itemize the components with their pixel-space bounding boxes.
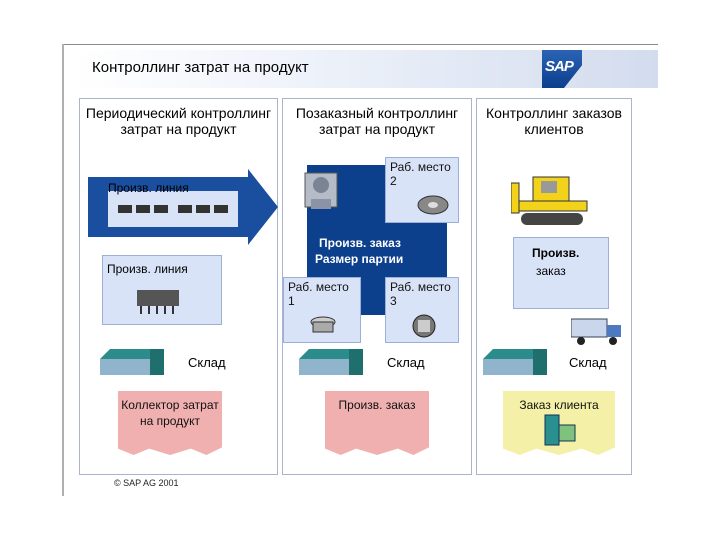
doc-label: Заказ клиента [519, 398, 599, 412]
workplace-1-label: Раб. место 1 [288, 280, 349, 308]
production-line-box: Произв. линия [102, 255, 222, 325]
slide: Контроллинг затрат на продукт SAP Период… [62, 44, 658, 496]
bulldozer-icon [511, 176, 588, 225]
header-bar: Контроллинг затрат на продукт SAP [74, 50, 658, 88]
3d-box-icon [544, 414, 576, 446]
truck-icon [571, 318, 621, 345]
box-label-2: заказ [536, 264, 566, 278]
workplace-3-label: Раб. место 3 [390, 280, 451, 308]
workplace-2-label: Раб. место 2 [390, 160, 451, 188]
top-rule [62, 44, 658, 45]
doc-label: Коллектор затрат на продукт [121, 398, 219, 428]
production-line-arrow [88, 169, 278, 245]
warehouse-icon [299, 349, 363, 375]
customer-order-doc: Заказ клиента [503, 391, 615, 455]
column-order: Позаказный контроллинг затрат на продукт… [282, 98, 472, 475]
production-order-doc: Произв. заказ [325, 391, 429, 455]
column-periodic: Периодический контроллинг затрат на прод… [79, 98, 278, 475]
workplace-3: Раб. место 3 [385, 277, 459, 343]
warehouse-label: Склад [387, 355, 425, 370]
production-order-box: Произв. заказ [513, 237, 609, 309]
warehouse-label: Склад [569, 355, 607, 370]
copyright: © SAP AG 2001 [114, 478, 179, 488]
machine-icon [304, 172, 338, 209]
warehouse-icon [100, 349, 164, 375]
workplace-1: Раб. место 1 [283, 277, 361, 343]
warehouse-icon [483, 349, 547, 375]
column-sales: Контроллинг заказов клиентов Произв. зак… [476, 98, 632, 475]
cost-collector-doc: Коллектор затрат на продукт [118, 391, 222, 455]
center-label-1: Произв. заказ [319, 236, 401, 250]
box-label: Произв. линия [107, 262, 188, 276]
chip-icon [137, 290, 179, 314]
warehouse-label: Склад [188, 355, 226, 370]
left-rule [62, 44, 64, 496]
chips-icon [118, 205, 228, 213]
disk-icon [417, 195, 449, 215]
sap-logo: SAP [542, 50, 582, 88]
doc-label: Произв. заказ [338, 398, 416, 412]
arrow-label: Произв. линия [108, 181, 189, 195]
box-label-1: Произв. [532, 246, 580, 260]
center-label-2: Размер партии [315, 252, 404, 266]
workplace-2: Раб. место 2 [385, 157, 459, 223]
column-heading: Контроллинг заказов клиентов [486, 105, 622, 137]
tool-icon [412, 314, 436, 338]
sap-logo-text: SAP [545, 58, 574, 75]
column-heading: Позаказный контроллинг затрат на продукт [295, 105, 459, 137]
gear-part-icon [310, 316, 336, 333]
column-heading: Периодический контроллинг затрат на прод… [85, 105, 272, 137]
slide-title: Контроллинг затрат на продукт [92, 59, 309, 76]
